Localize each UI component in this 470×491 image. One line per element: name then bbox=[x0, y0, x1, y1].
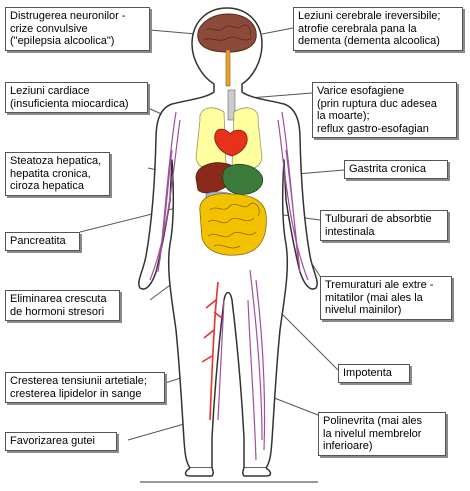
veins bbox=[149, 111, 309, 461]
intestine-organ bbox=[199, 193, 267, 256]
right-foot bbox=[242, 467, 272, 477]
label-impotence: Impotenta bbox=[338, 364, 410, 383]
vein-right-arm bbox=[277, 111, 309, 281]
spinal-cord bbox=[225, 49, 231, 87]
label-intestinal-absorption: Tulburari de absorbtie intestinala bbox=[320, 210, 448, 241]
heart-organ bbox=[214, 128, 248, 157]
vein-left-leg bbox=[217, 299, 225, 421]
artery-branches bbox=[201, 299, 223, 363]
vein-left-arm bbox=[149, 111, 181, 281]
left-foot bbox=[184, 467, 214, 477]
brain-folds bbox=[203, 24, 253, 41]
artery-left-leg bbox=[209, 281, 219, 421]
stomach-organ bbox=[222, 163, 264, 195]
label-brain-damage: Leziuni cerebrale ireversibile; atrofie … bbox=[293, 7, 463, 51]
label-gastritis: Gastrita cronica bbox=[344, 160, 448, 179]
vein-right-leg bbox=[247, 269, 266, 461]
label-heart-damage: Leziuni cardiace (insuficienta miocardic… bbox=[5, 82, 148, 113]
artery bbox=[201, 281, 223, 421]
organs bbox=[195, 13, 267, 256]
label-blood-pressure: Cresterea tensiunii artetiale; cresterea… bbox=[5, 372, 165, 403]
esophagus-organ bbox=[227, 89, 236, 121]
brain-organ bbox=[197, 13, 257, 53]
label-liver: Steatoza hepatica, hepatita cronica, cir… bbox=[5, 152, 110, 196]
leader-brain bbox=[261, 27, 294, 35]
intestine-coils bbox=[207, 202, 260, 249]
leader-epilepsy bbox=[149, 29, 197, 35]
label-tremor: Tremuraturi ale extre - mitatilor (mai a… bbox=[320, 276, 452, 320]
label-esophageal-varices: Varice esofagiene (prin ruptura duc ades… bbox=[312, 82, 457, 138]
label-polyneuritis: Polinevrita (mai ales la nivelul membrel… bbox=[318, 412, 446, 456]
label-epilepsy: Distrugerea neuronilor - crize convulsiv… bbox=[5, 7, 150, 51]
label-gout: Favorizarea gutei bbox=[5, 432, 117, 451]
label-pancreatitis: Pancreatita bbox=[5, 232, 80, 251]
label-stress-hormones: Eliminarea crescuta de hormoni stresori bbox=[5, 290, 120, 321]
